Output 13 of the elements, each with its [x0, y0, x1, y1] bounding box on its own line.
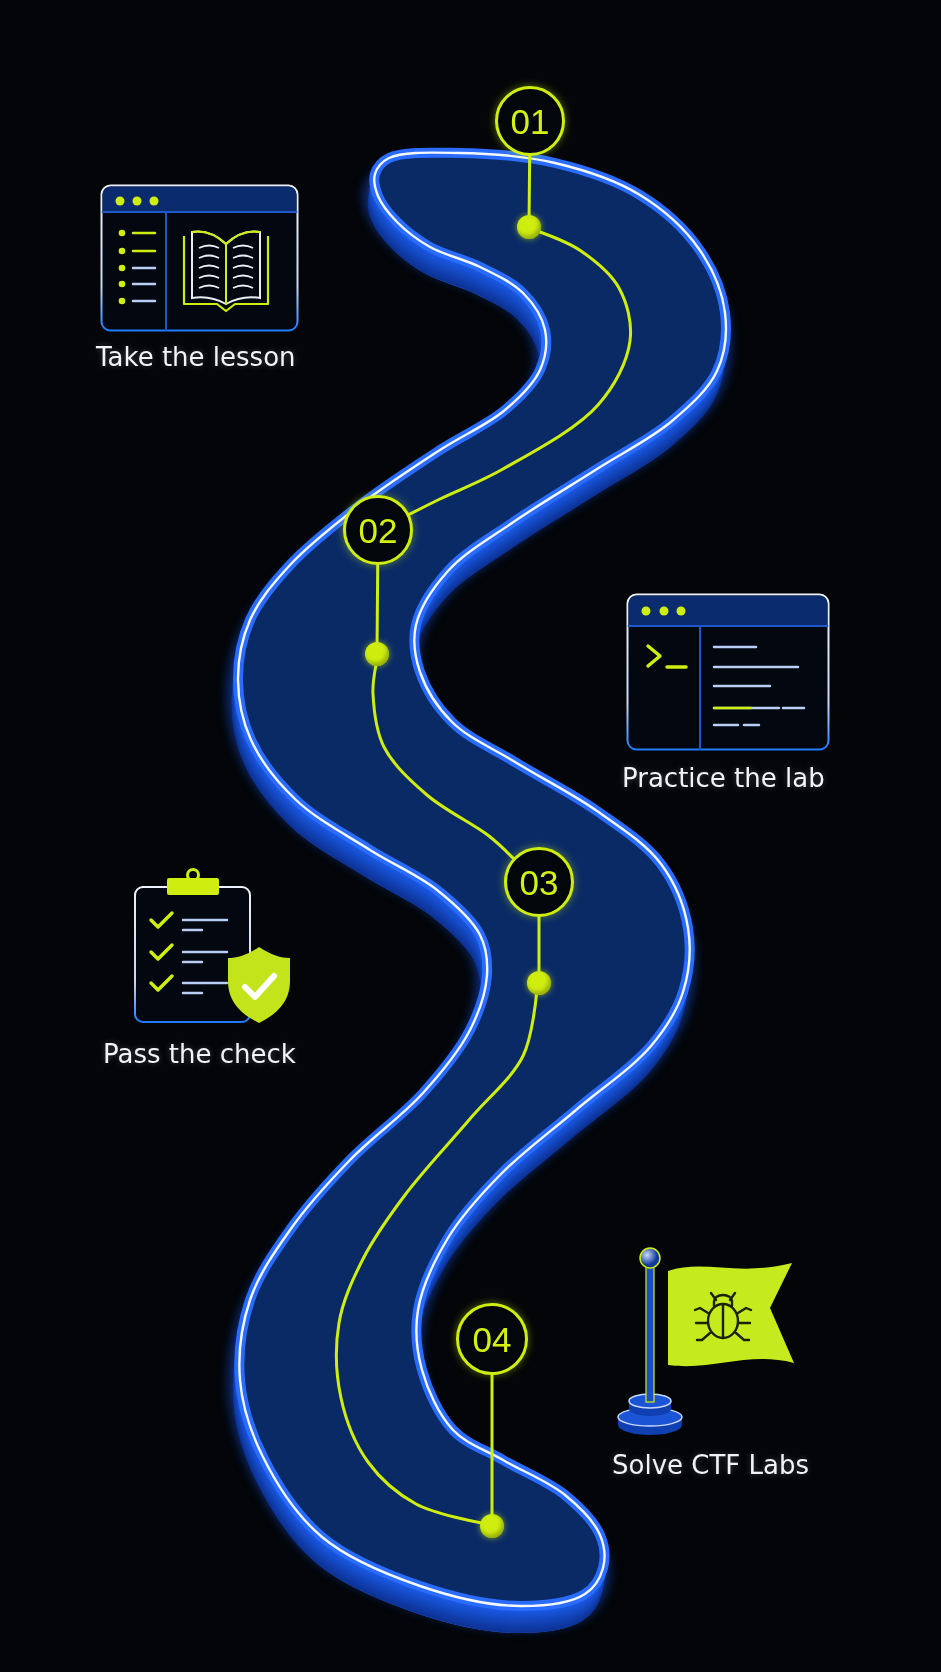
number-circle: 04 — [456, 1303, 528, 1375]
route-line — [371, 664, 515, 860]
pin-stem — [490, 1373, 494, 1516]
pin-stem — [375, 563, 380, 644]
step-label: Solve CTF Labs — [612, 1450, 809, 1482]
step-label: Take the lesson — [96, 342, 296, 374]
pin-stem — [527, 154, 532, 217]
route-line — [407, 230, 633, 516]
route-line — [335, 993, 538, 1525]
step-label: Practice the lab — [622, 763, 825, 795]
number-circle: 01 — [495, 86, 565, 156]
pin-stem — [537, 915, 541, 973]
step-label: Pass the check — [103, 1039, 296, 1071]
